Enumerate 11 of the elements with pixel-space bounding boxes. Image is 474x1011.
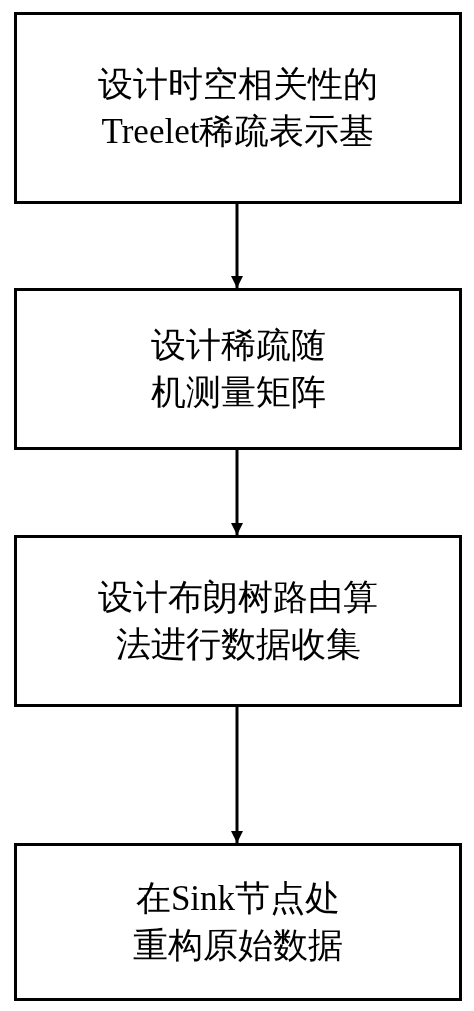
arrow <box>231 450 243 535</box>
box-text: 设计布朗树路由算法进行数据收集 <box>97 576 379 666</box>
process-box <box>14 288 462 450</box>
process-box <box>14 12 462 204</box>
arrow <box>231 204 243 288</box>
box-text: 在Sink节点处重构原始数据 <box>132 877 344 967</box>
box-text: 设计时空相关性的Treelet稀疏表示基 <box>97 63 379 153</box>
process-box <box>14 535 462 707</box>
arrow <box>231 707 243 843</box>
process-box <box>14 843 462 1001</box>
box-text: 设计稀疏随机测量矩阵 <box>149 324 327 414</box>
